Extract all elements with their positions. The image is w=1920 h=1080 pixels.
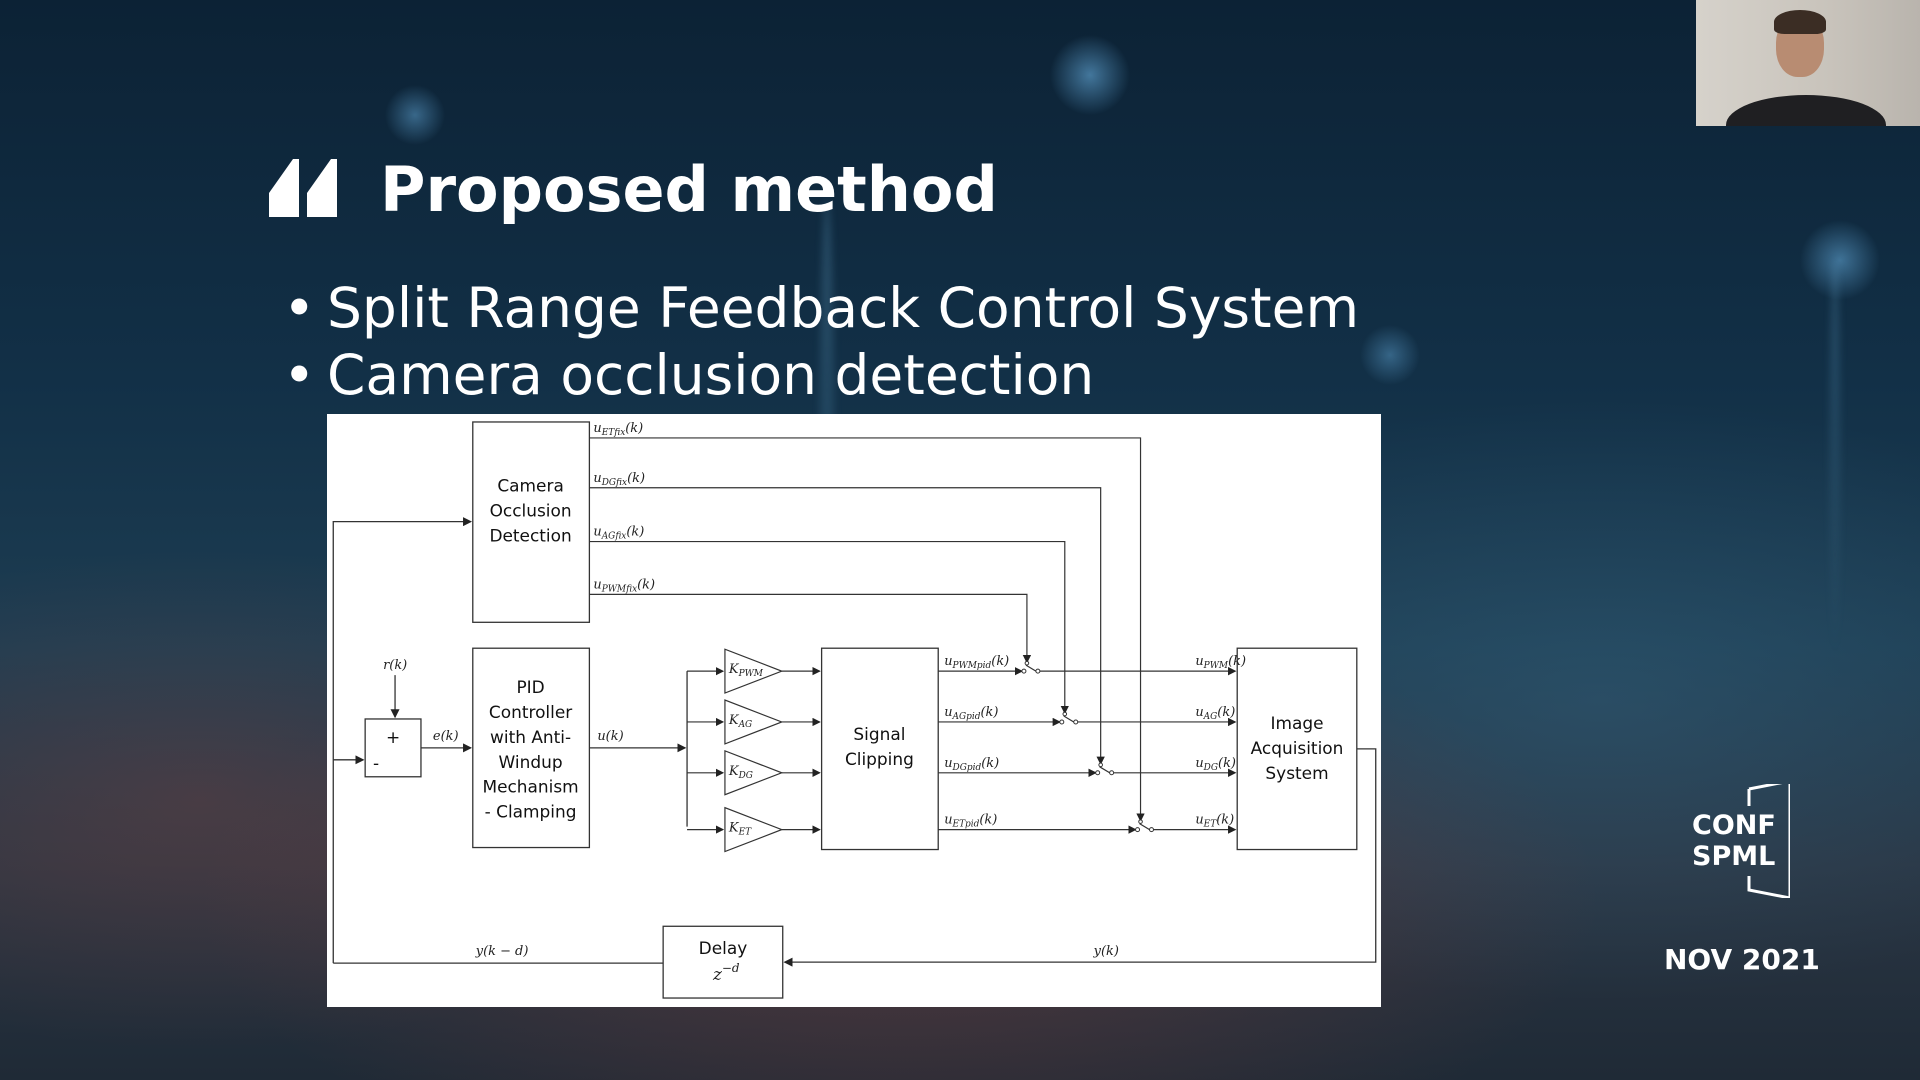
- switch: [1139, 823, 1150, 831]
- fix-signal-line: [589, 487, 1105, 766]
- bullet-item: •Camera occlusion detection: [283, 343, 1095, 407]
- fix-signal-label: uETfix(k): [593, 421, 643, 438]
- camera-block-label: Occlusion: [490, 501, 572, 521]
- fix-signal-line: [589, 593, 1032, 664]
- delayed-output-label: y(k − d): [475, 944, 529, 959]
- fix-signal-label: uAGfix(k): [593, 525, 644, 542]
- gain-block: [724, 648, 784, 694]
- bullet-item: •Split Range Feedback Control System: [283, 276, 1360, 340]
- gain-block: [724, 749, 784, 796]
- delay-block: [662, 925, 784, 999]
- quote-icon: [269, 159, 337, 217]
- camera-block-label: Detection: [489, 526, 571, 546]
- gain-label: KET: [728, 821, 752, 838]
- gain-label: KPWM: [728, 662, 764, 679]
- error-label: e(k): [433, 729, 459, 744]
- output-signal-label: uPWM(k): [1195, 654, 1246, 671]
- image-block-label: System: [1265, 763, 1328, 783]
- pid-signal-label: uETpid(k): [944, 813, 997, 830]
- output-label: y(k): [1093, 944, 1119, 959]
- pid-block-label: Mechanism: [482, 777, 578, 797]
- clipping-block-label: Signal: [853, 724, 905, 744]
- camera-block-label: Camera: [497, 476, 563, 496]
- fix-signal-line: [589, 540, 1069, 715]
- gain-label: KAG: [728, 713, 752, 730]
- pid-signal-label: uDGpid(k): [944, 756, 999, 773]
- gain-block: [724, 699, 784, 745]
- webcam-video: [1696, 0, 1920, 126]
- pid-block-label: Controller: [489, 702, 572, 722]
- conference-date: NOV 2021: [1664, 943, 1820, 976]
- pid-block-label: with Anti-: [490, 727, 571, 747]
- fix-signal-label: uPWMfix(k): [593, 577, 655, 594]
- control-label: u(k): [597, 729, 623, 744]
- pid-signal-label: uPWMpid(k): [944, 654, 1009, 671]
- pid-block-label: - Clamping: [485, 802, 577, 822]
- sum-plus: +: [386, 727, 400, 747]
- pid-signal-label: uAGpid(k): [944, 705, 998, 722]
- fix-signal-label: uDGfix(k): [593, 471, 645, 488]
- delay-transfer: z−d: [712, 961, 740, 984]
- signal-clipping-block: [820, 647, 939, 851]
- output-signal-label: uAG(k): [1195, 705, 1235, 722]
- bullet-text: Split Range Feedback Control System: [327, 276, 1360, 340]
- delay-label: Delay: [699, 938, 748, 958]
- block-diagram: KPWM uPWMpid(k) uPWM(k) KAG uAGpid(k) uAG(k) K…: [327, 414, 1381, 1007]
- output-signal-label: uET(k): [1195, 813, 1234, 830]
- gain-block: [724, 806, 784, 853]
- switch: [1025, 664, 1037, 672]
- bullet-text: Camera occlusion detection: [327, 343, 1095, 407]
- image-block-label: Acquisition: [1251, 738, 1344, 758]
- output-signal-label: uDG(k): [1195, 756, 1236, 773]
- slide-title: Proposed method: [380, 153, 998, 226]
- pid-block-label: Windup: [499, 752, 563, 772]
- gain-label: KDG: [728, 764, 753, 781]
- camera-occlusion-block: [472, 421, 591, 623]
- reference-label: r(k): [383, 658, 407, 673]
- background-light: [1830, 260, 1840, 660]
- switch: [1063, 715, 1075, 723]
- sum-minus: -: [373, 753, 379, 773]
- clipping-block-label: Clipping: [845, 749, 914, 769]
- pid-block-label: PID: [516, 677, 544, 697]
- fix-signal-line: [589, 437, 1145, 822]
- switch: [1099, 766, 1110, 774]
- image-block-label: Image: [1270, 713, 1323, 733]
